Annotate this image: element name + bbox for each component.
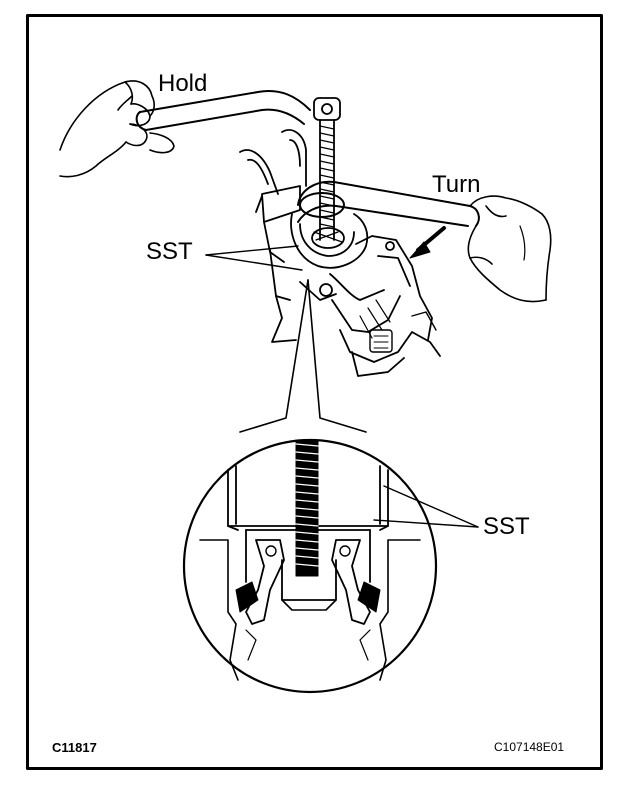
forcing-screw	[313, 97, 341, 241]
turn-label: Turn	[432, 171, 481, 198]
sst-lower-leaders	[373, 485, 479, 528]
detail-view	[182, 438, 438, 694]
detail-callout-pointer	[239, 279, 367, 433]
sst-label-lower: SST	[483, 513, 530, 540]
left-hand-icon	[59, 80, 175, 178]
figure-code-left: C11817	[52, 740, 97, 755]
sst-upper-leaders	[205, 245, 303, 271]
right-hand-icon	[467, 195, 552, 303]
turn-direction-arrow-icon	[409, 226, 446, 259]
page-frame	[26, 14, 603, 770]
puller-assembly	[239, 129, 369, 269]
sst-label-upper: SST	[146, 238, 193, 265]
hold-wrench	[135, 90, 311, 131]
figure-code-right: C107148E01	[494, 740, 565, 754]
column-housing	[269, 235, 441, 377]
hold-label: Hold	[158, 70, 208, 97]
